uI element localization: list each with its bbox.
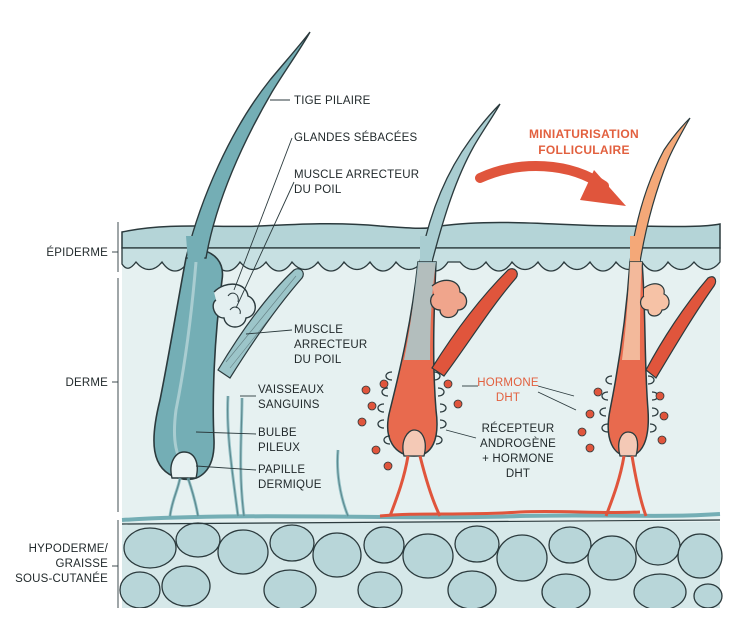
label-hormone-dht-1: HORMONE bbox=[477, 377, 539, 389]
label-receptor-1: RÉCEPTEUR bbox=[482, 422, 555, 435]
healthy-follicle bbox=[153, 31, 350, 517]
label-dermis: DERME bbox=[65, 377, 108, 389]
label-hair-bulb-2: PILEUX bbox=[258, 442, 300, 454]
miniaturization-title: MINIATURISATION FOLLICULAIRE bbox=[529, 127, 639, 157]
structure-labels: TIGE PILAIRE GLANDES SÉBACÉES MUSCLE ARR… bbox=[258, 95, 556, 491]
label-hypodermis-2: GRAISSE bbox=[55, 558, 108, 570]
label-hair-bulb-1: BULBE bbox=[258, 427, 297, 439]
label-epidermis: ÉPIDERME bbox=[46, 246, 108, 259]
label-receptor-4: DHT bbox=[506, 468, 530, 480]
label-sebaceous-glands: GLANDES SÉBACÉES bbox=[294, 131, 417, 144]
hypodermis-layer bbox=[110, 522, 730, 642]
label-receptor-3: + HORMONE bbox=[482, 453, 554, 465]
label-hair-shaft: TIGE PILAIRE bbox=[294, 95, 371, 107]
title-line-2: FOLLICULAIRE bbox=[538, 143, 630, 157]
label-arrector-top-1: MUSCLE ARRECTEUR bbox=[294, 169, 419, 181]
label-dermal-papilla-1: PAPILLE bbox=[258, 464, 305, 476]
title-line-1: MINIATURISATION bbox=[529, 127, 639, 141]
label-hypodermis-3: SOUS-CUTANÉE bbox=[15, 572, 108, 585]
miniaturization-arrow bbox=[475, 161, 626, 206]
label-blood-vessels-2: SANGUINS bbox=[258, 399, 320, 411]
affected-follicle bbox=[357, 103, 641, 518]
label-arrector-top-2: DU POIL bbox=[294, 184, 342, 196]
leader-lines bbox=[112, 99, 577, 608]
label-hormone-dht-2: DHT bbox=[496, 392, 520, 404]
label-hypodermis-1: HYPODERME/ bbox=[29, 543, 109, 555]
label-arrector-mid-3: DU POIL bbox=[294, 354, 342, 366]
label-dermal-papilla-2: DERMIQUE bbox=[258, 479, 322, 491]
label-blood-vessels-1: VAISSEAUX bbox=[258, 384, 324, 396]
miniaturized-follicle bbox=[577, 117, 717, 517]
label-receptor-2: ANDROGÈNE bbox=[480, 437, 556, 450]
layer-labels: ÉPIDERME DERME HYPODERME/ GRAISSE SOUS-C… bbox=[15, 246, 109, 585]
label-arrector-mid-2: ARRECTEUR bbox=[294, 339, 367, 351]
label-arrector-mid-1: MUSCLE bbox=[294, 324, 343, 336]
